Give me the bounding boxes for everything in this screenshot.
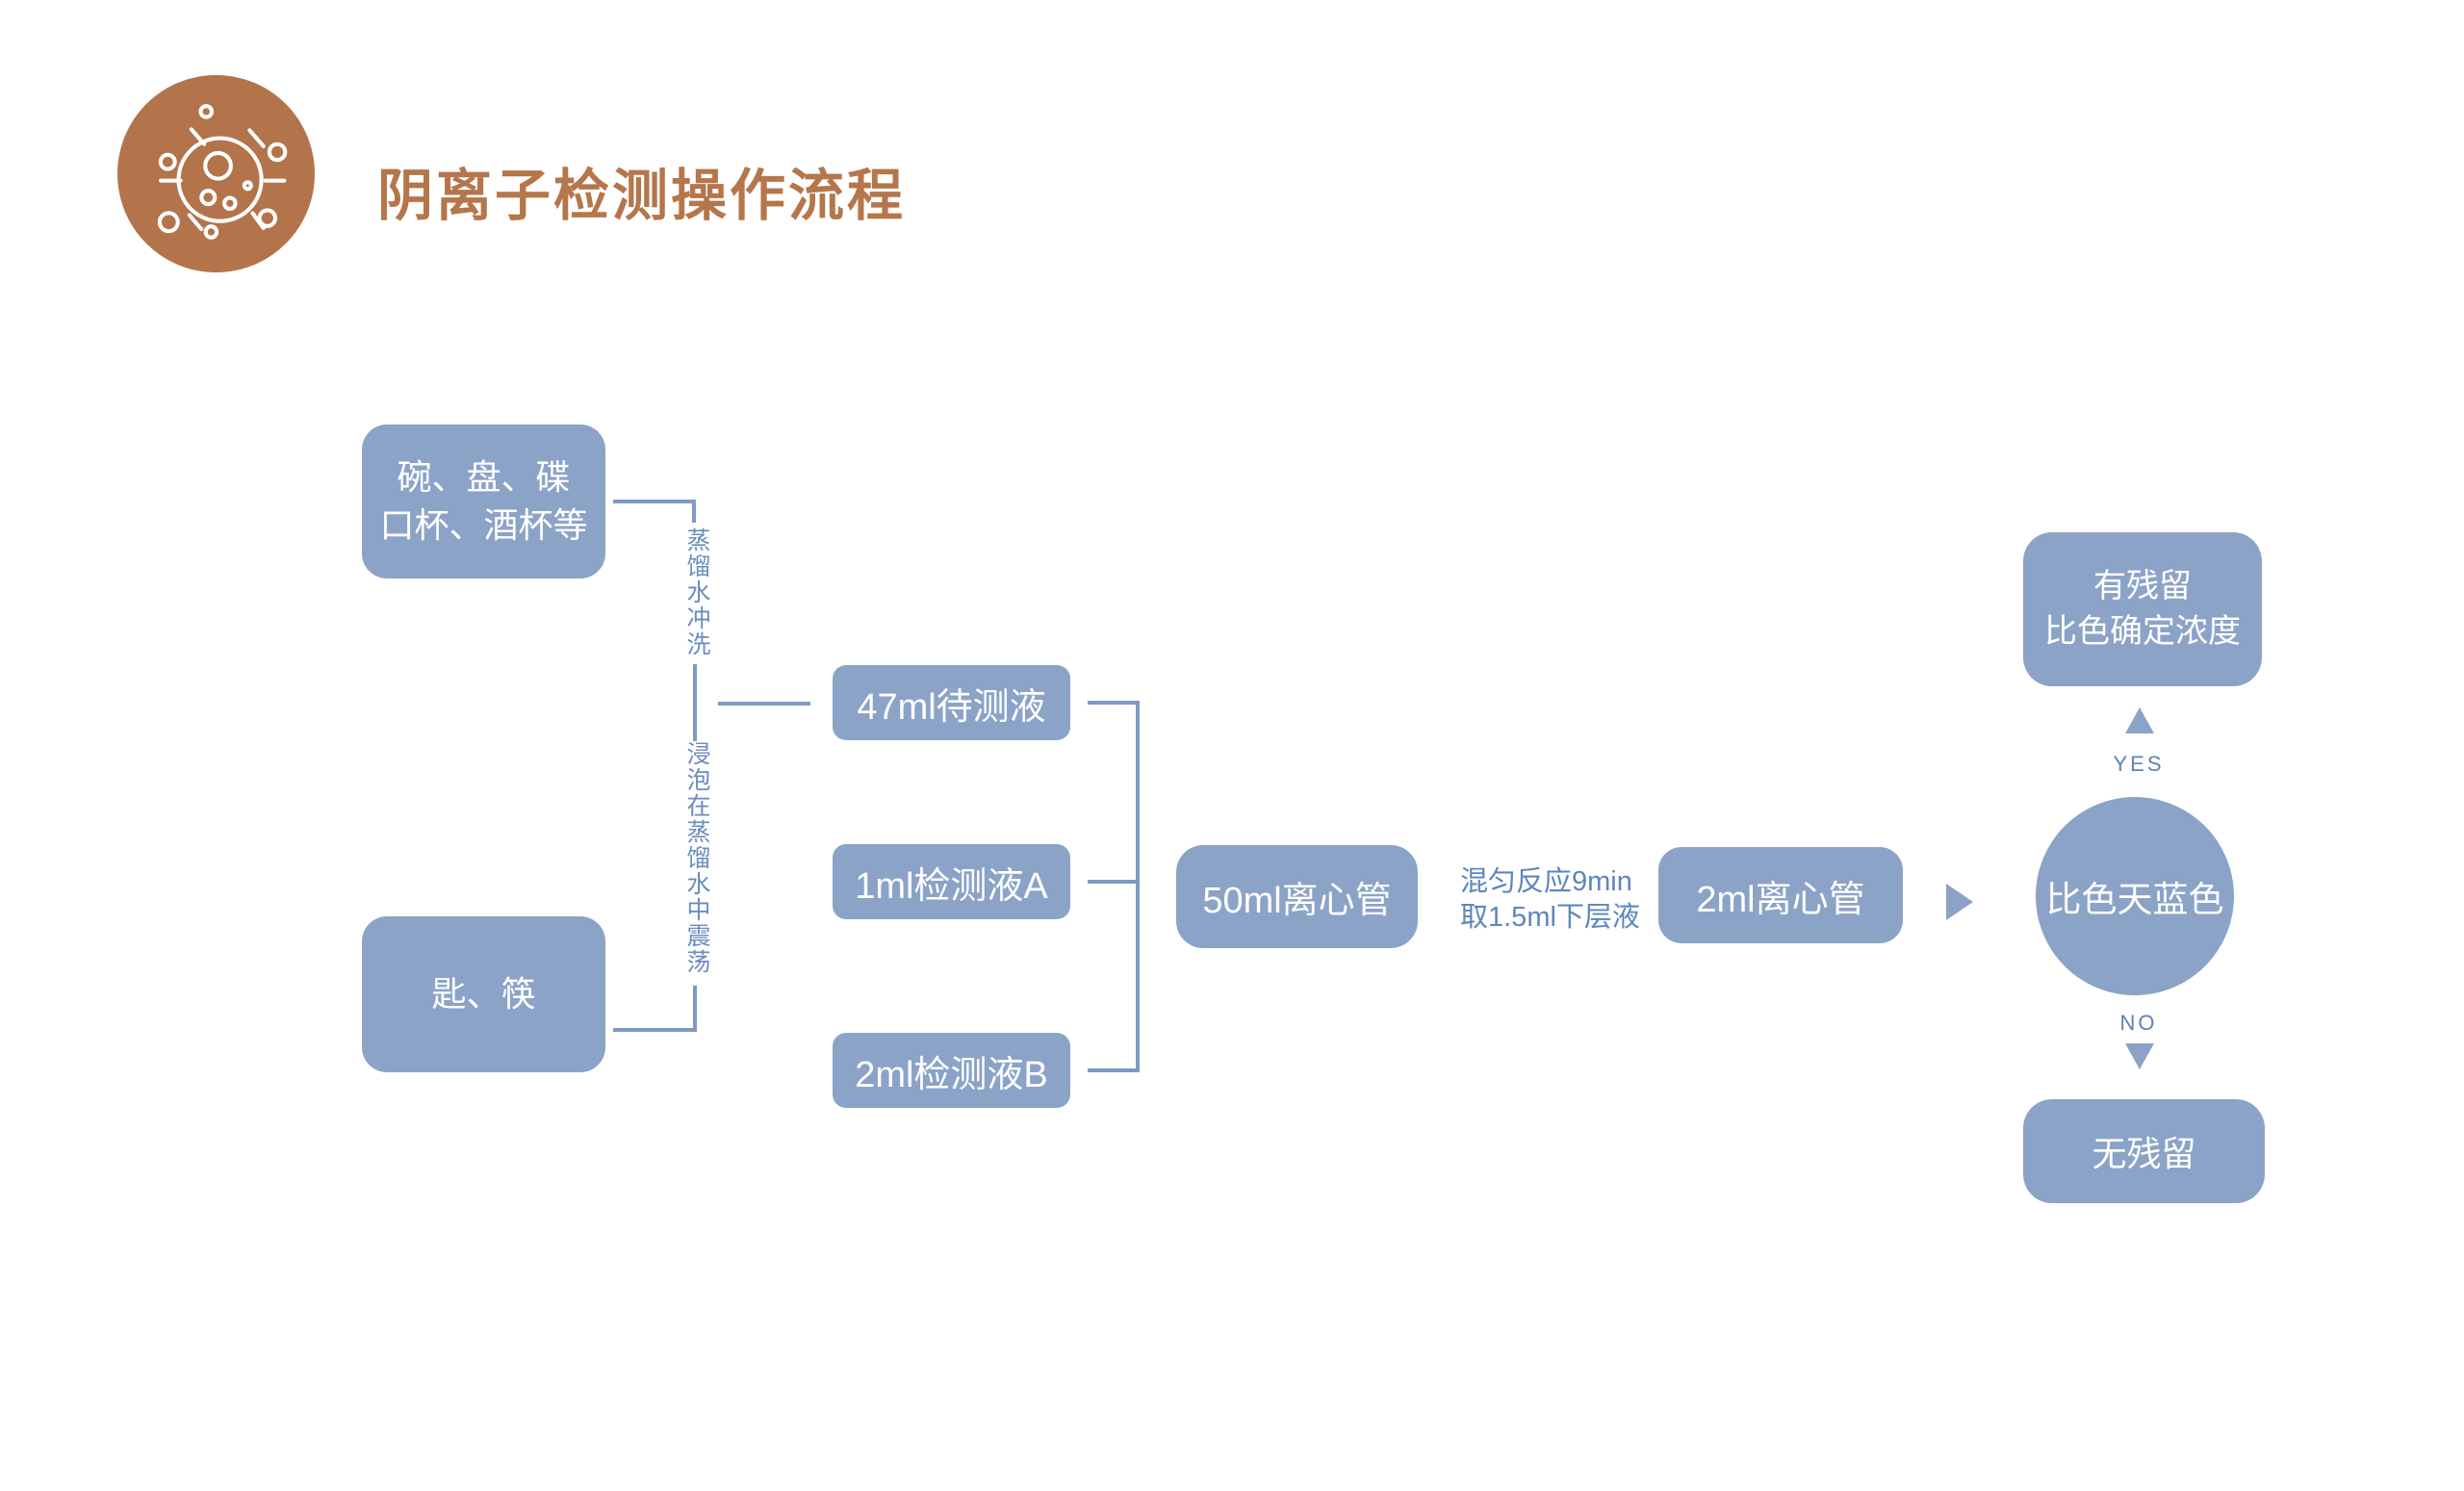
caption-rinse: 蒸馏水冲洗 (683, 527, 710, 657)
reagent-box-b-label: 2ml检测液B (855, 1054, 1048, 1095)
reagent-box-a: 1ml检测液A (833, 844, 1070, 919)
bracket-bottom (1088, 1068, 1140, 1072)
yes-label: YES (2113, 752, 2165, 776)
bracket-middle (1088, 880, 1140, 884)
connector-utensils-horizontal (613, 1028, 697, 1032)
source-box-dishes-line2: 口杯、酒杯等 (379, 505, 588, 545)
tube2-box: 2ml离心管 (1658, 847, 1903, 943)
no-label: NO (2119, 1011, 2158, 1035)
page-title: 阴离子检测操作流程 (377, 165, 907, 227)
result-yes-line2: 比色确定浓度 (2044, 613, 2241, 650)
tube50-box: 50ml离心管 (1176, 845, 1418, 948)
decision-circle: 比色天蓝色 (2036, 797, 2234, 995)
reagent-box-sample: 47ml待测液 (833, 665, 1070, 740)
virus-icon (157, 104, 288, 240)
reagent-box-b: 2ml检测液B (833, 1033, 1070, 1108)
bracket-top (1088, 701, 1140, 705)
source-box-dishes: 碗、盘、碟 口杯、酒杯等 (362, 424, 605, 578)
source-box-utensils: 匙、筷 (362, 916, 605, 1072)
connector-mid-vertical (693, 664, 697, 741)
mixing-note-line1: 混匀反应9min (1460, 866, 1632, 897)
mixing-note-line2: 取1.5ml下层液 (1460, 902, 1640, 933)
tube2-box-label: 2ml离心管 (1696, 879, 1865, 920)
connector-branch-to-sample (718, 702, 810, 706)
decision-circle-label: 比色天蓝色 (2045, 880, 2224, 919)
arrow-right-icon (1946, 884, 1973, 920)
reagent-box-a-label: 1ml检测液A (855, 865, 1048, 907)
connector-dishes-stub (692, 500, 696, 523)
source-box-dishes-line1: 碗、盘、碟 (397, 457, 571, 497)
connector-dishes-horizontal (613, 500, 695, 503)
logo-badge (117, 75, 315, 272)
result-yes-line1: 有残留 (2093, 568, 2192, 604)
connector-utensils-vertical (693, 986, 697, 1032)
result-yes-box: 有残留 比色确定浓度 (2023, 532, 2262, 686)
tube50-box-label: 50ml离心管 (1202, 881, 1392, 921)
caption-soak: 浸泡在蒸馏水中震荡 (683, 741, 710, 975)
result-no-line1: 无残留 (2092, 1134, 2196, 1173)
mixing-note: 混匀反应9min 取1.5ml下层液 (1460, 864, 1640, 936)
bracket-vertical (1136, 701, 1140, 1072)
arrow-up-icon (2125, 707, 2154, 733)
arrow-down-icon (2125, 1043, 2154, 1069)
source-box-utensils-line1: 匙、筷 (431, 974, 536, 1014)
reagent-box-sample-label: 47ml待测液 (857, 686, 1046, 728)
result-no-box: 无残留 (2023, 1099, 2265, 1203)
